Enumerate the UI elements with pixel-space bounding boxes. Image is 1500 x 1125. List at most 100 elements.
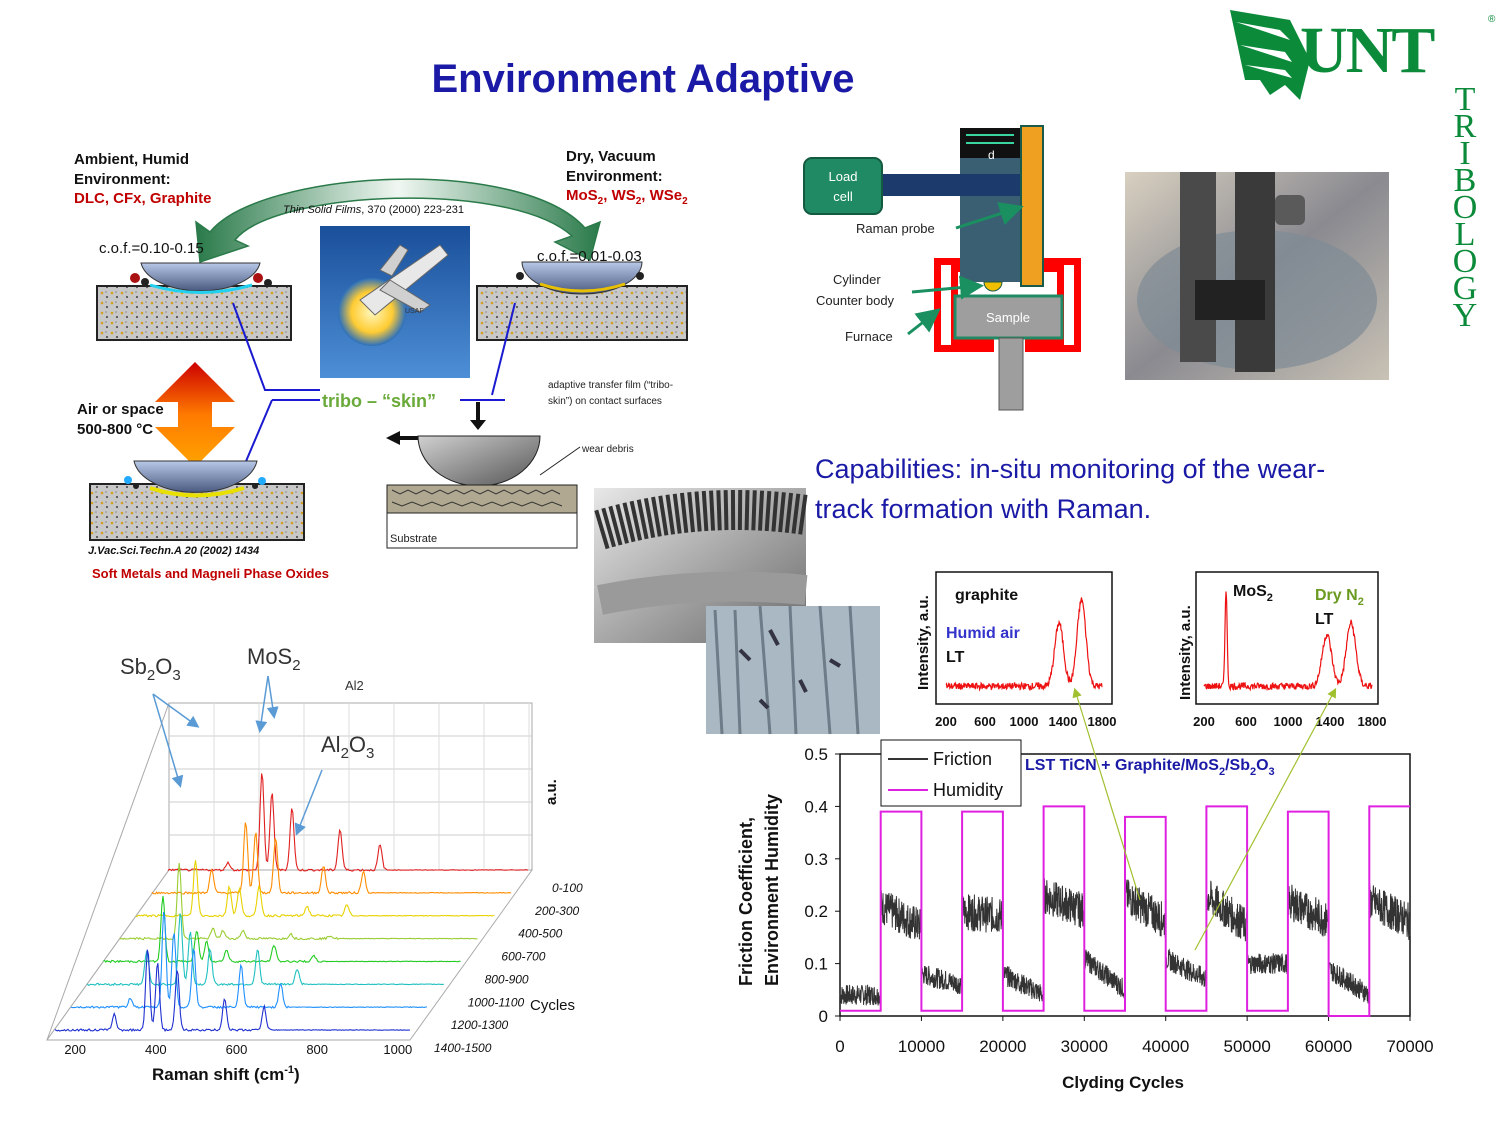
y-tick-label: 0.3 — [804, 850, 828, 869]
x-tick-label: 600 — [1235, 714, 1257, 729]
load-cell-label-2: cell — [833, 189, 853, 204]
waterfall-series-line — [103, 895, 461, 964]
friction-chart-title: LST TiCN + Graphite/MoS2/Sb2O3 — [1025, 757, 1275, 778]
y-tick-label: 0.2 — [804, 902, 828, 921]
air-or-space: Air or space — [77, 401, 164, 418]
furnace-pointer — [907, 308, 941, 336]
sensor-line — [966, 134, 1014, 136]
transfer-film-right — [539, 282, 626, 293]
sample-stem — [998, 337, 1024, 411]
apparatus-photo — [1125, 172, 1389, 380]
cof-right: c.o.f.=0.01-0.03 — [537, 248, 642, 265]
furnace-inner-right — [1064, 265, 1074, 345]
x-tick-label: 400 — [145, 1042, 167, 1057]
mos2-title: MoS2 — [1233, 583, 1273, 604]
waterfall-series-line — [119, 862, 478, 941]
capabilities-line-2: track formation with Raman. — [815, 494, 1151, 524]
transition-arrow — [195, 178, 602, 264]
x-tick-label: 600 — [226, 1042, 248, 1057]
temperature-arrow — [155, 362, 235, 467]
waterfall-title: Al2 — [345, 678, 364, 693]
debris-dot — [130, 273, 140, 283]
y-tick-label: 0.4 — [804, 797, 828, 816]
x-tick-label: 200 — [64, 1042, 86, 1057]
cycle-label: 400-500 — [518, 927, 562, 941]
furnace-label: Furnace — [845, 329, 893, 344]
soft-metals-label: Soft Metals and Magneli Phase Oxides — [92, 566, 329, 581]
dry-heading-2: Environment: — [566, 168, 663, 185]
waterfall-ylabel: a.u. — [543, 779, 560, 805]
graphite-plot-frame — [935, 571, 1113, 705]
tribo-skin-connector — [232, 302, 516, 493]
wear-debris-leader — [539, 446, 581, 476]
graphite-title: graphite — [955, 587, 1018, 604]
load-arm — [880, 174, 1020, 196]
x-tick-label: 40000 — [1142, 1037, 1189, 1056]
x-tick-label: 70000 — [1386, 1037, 1433, 1056]
waterfall-xlabel: Raman shift (cm-1) — [152, 1064, 300, 1084]
annotation-mos2: MoS2 — [247, 644, 301, 674]
dry-heading: Dry, Vacuum — [566, 148, 656, 165]
waterfall-back-wall — [168, 702, 533, 871]
graphite-spectrum-chart: graphite Humid air LT Intensity, a.u. 20… — [915, 571, 1117, 729]
mos2-label-lt: LT — [1315, 611, 1334, 628]
legend-friction-label: Friction — [933, 749, 992, 769]
graphite-line — [945, 597, 1103, 692]
load-cell-box — [803, 157, 883, 215]
slide-title: Environment Adaptive — [431, 57, 854, 101]
debris-dot — [253, 273, 263, 283]
x-tick-label: 800 — [306, 1042, 328, 1057]
debris-dot — [133, 483, 139, 489]
hemisphere-left — [140, 262, 261, 292]
sample-label: Sample — [986, 310, 1030, 325]
hemisphere-bottom — [133, 460, 258, 493]
debris-layer — [386, 484, 578, 514]
counter-body-label: Counter body — [816, 293, 895, 308]
x-tick-label: 1400 — [1049, 714, 1078, 729]
substrate-detail — [386, 512, 578, 549]
waterfall-series-line — [151, 822, 512, 895]
x-tick-label: 1000 — [383, 1042, 412, 1057]
x-tick-label: 1400 — [1316, 714, 1345, 729]
transfer-film-left — [149, 283, 253, 294]
x-tick-label: 200 — [1193, 714, 1215, 729]
capabilities-line-1: Capabilities: in-situ monitoring of the … — [815, 454, 1325, 484]
debris-dot — [124, 476, 132, 484]
cof-left: c.o.f.=0.10-0.15 — [99, 240, 204, 257]
usaf-label: USAF — [405, 308, 424, 315]
cylinder-counter-body — [983, 281, 1003, 292]
transfer-film-bottom — [149, 486, 245, 498]
cycle-label: 0-100 — [552, 881, 583, 895]
x-tick-label: 1000 — [1010, 714, 1039, 729]
sensor-line — [966, 142, 1014, 144]
substrate-block-left — [96, 285, 292, 341]
waterfall-series-line — [54, 949, 410, 1033]
x-tick-label: 0 — [835, 1037, 844, 1056]
waterfall-series-line — [135, 860, 495, 918]
cycle-label: 1200-1300 — [451, 1018, 509, 1032]
debris-dot — [636, 272, 644, 280]
y-tick-label: 0 — [819, 1007, 828, 1026]
raman-probe-label: Raman probe — [856, 221, 935, 236]
pointer-to-mos2 — [1194, 687, 1337, 951]
y-tick-label: 0.5 — [804, 745, 828, 764]
debris-pattern — [391, 489, 563, 507]
cycle-label: 200-300 — [534, 904, 579, 918]
microscope-photo — [706, 605, 880, 735]
eagle-icon — [1230, 10, 1310, 100]
temperature-range: 500-800 °C — [77, 421, 153, 438]
annotation-sb2o3: Sb2O3 — [120, 654, 181, 684]
cycle-label: 600-700 — [501, 950, 545, 964]
legend-humidity-label: Humidity — [933, 780, 1003, 800]
cycle-label: 1400-1500 — [434, 1041, 492, 1055]
annotation-pointer — [266, 675, 279, 719]
x-tick-label: 60000 — [1305, 1037, 1352, 1056]
cycle-label: 800-900 — [485, 972, 529, 986]
debris-dot — [258, 477, 266, 485]
x-tick-label: 1800 — [1088, 714, 1117, 729]
environment-adaptive-diagram: Ambient, Humid Environment: DLC, CFx, Gr… — [74, 148, 688, 581]
pointer-to-graphite — [1072, 687, 1141, 901]
